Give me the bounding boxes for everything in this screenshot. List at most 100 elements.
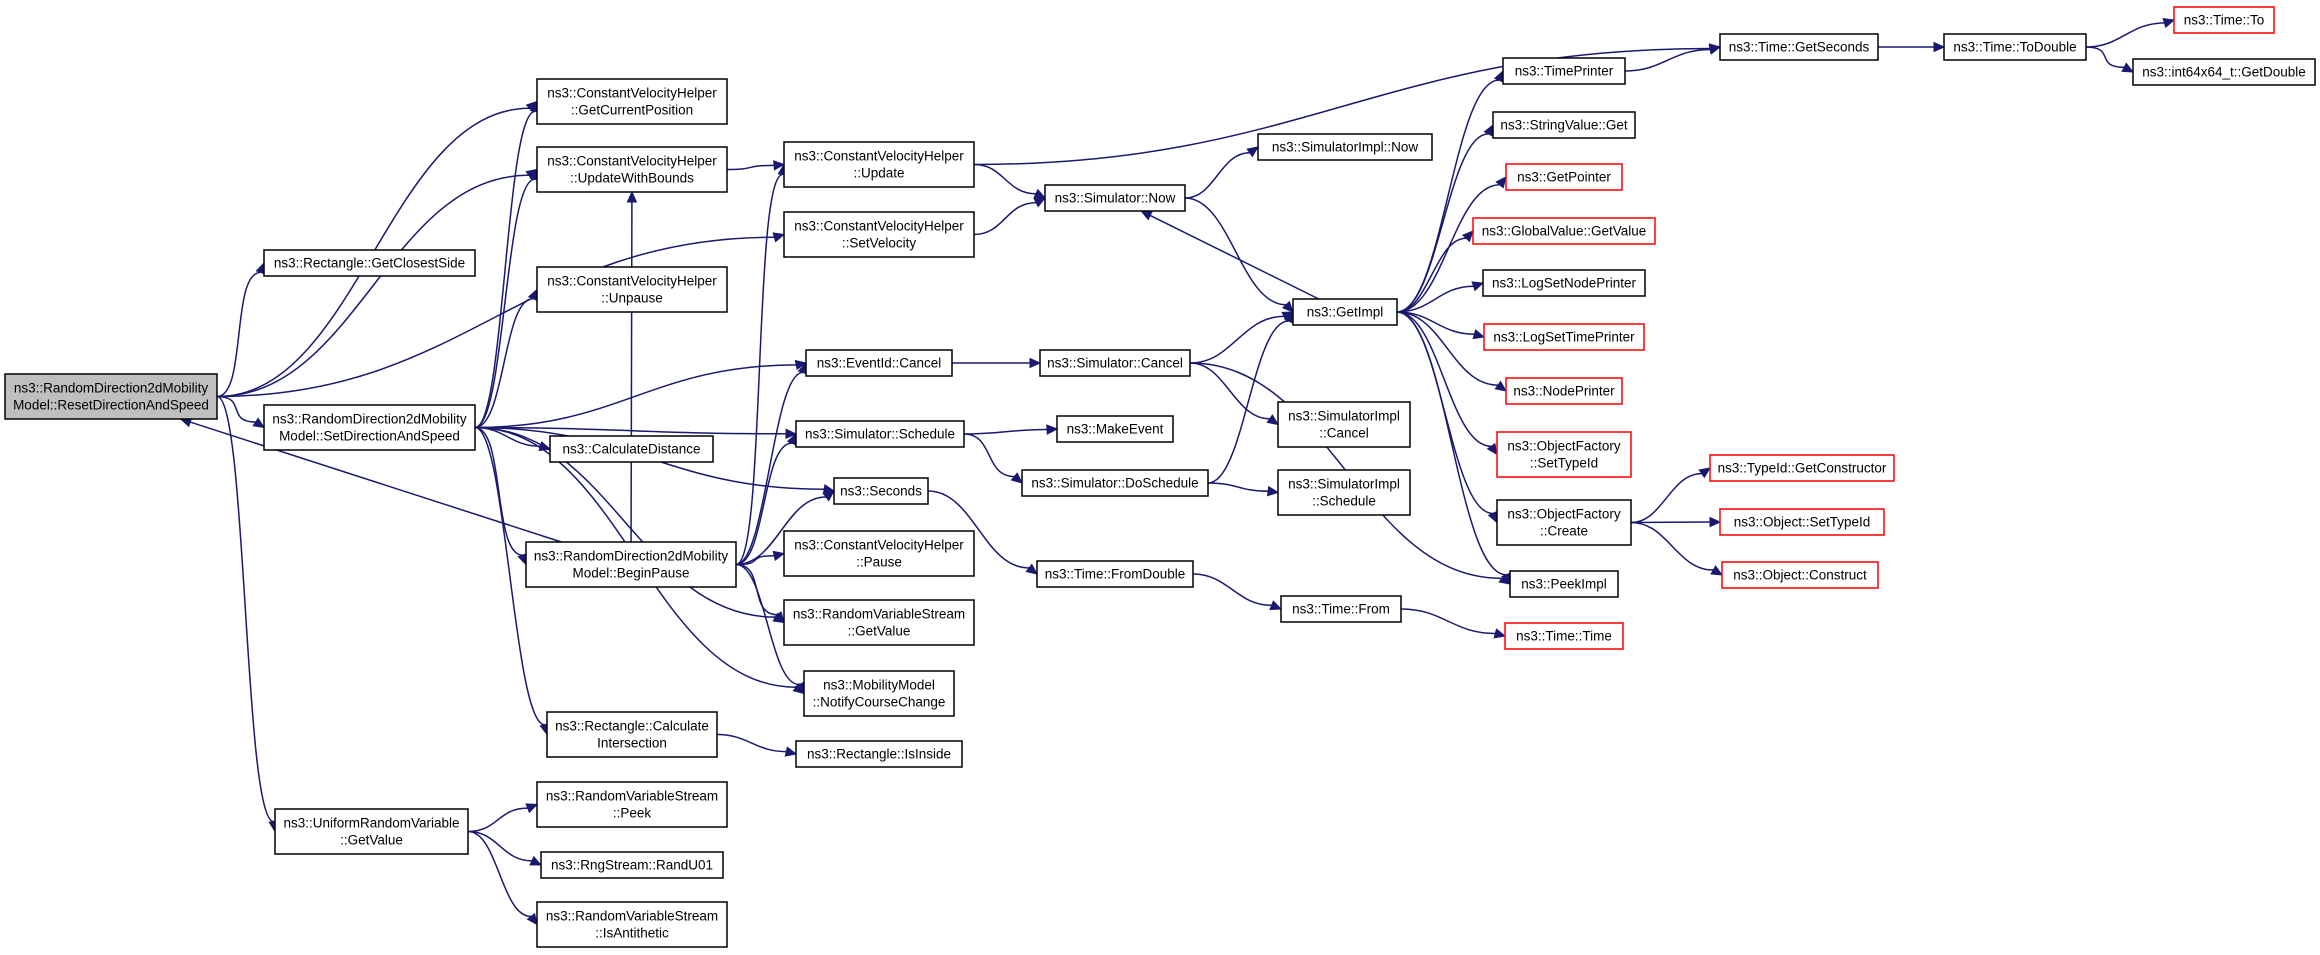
edge-arrowhead xyxy=(2162,18,2176,29)
node-label: ns3::RandomDirection2dMobility xyxy=(14,381,209,396)
edge-arrowhead xyxy=(1486,442,1498,456)
edge-rectCalcIntersection-to-rectIsInside xyxy=(716,733,787,753)
node-label: ns3::Rectangle::IsInside xyxy=(807,747,951,762)
node-simNow[interactable]: ns3::Simulator::Now xyxy=(1044,184,1186,212)
node-cvhUpdateWithBounds[interactable]: ns3::ConstantVelocityHelper::UpdateWithB… xyxy=(536,146,728,193)
edge-arrowhead xyxy=(1708,44,1722,55)
edge-arrowhead xyxy=(772,550,786,561)
node-label: ns3::Time::FromDouble xyxy=(1045,567,1186,582)
node-label: ::IsAntithetic xyxy=(595,926,669,941)
edge-arrowhead xyxy=(1461,230,1474,243)
node-label: ns3::ObjectFactory xyxy=(1507,507,1621,522)
node-label: ns3::Object::SetTypeId xyxy=(1734,515,1871,530)
node-globalValueGetValue[interactable]: ns3::GlobalValue::GetValue xyxy=(1472,217,1656,245)
node-simDoSchedule[interactable]: ns3::Simulator::DoSchedule xyxy=(1021,469,1209,497)
node-getClosestSide[interactable]: ns3::Rectangle::GetClosestSide xyxy=(263,249,476,277)
node-cvhUpdate[interactable]: ns3::ConstantVelocityHelper::Update xyxy=(783,141,975,188)
edge-setDirAndSpeed-to-rectCalcIntersection xyxy=(474,426,545,726)
node-getPointer[interactable]: ns3::GetPointer xyxy=(1505,163,1623,191)
node-timeGetSeconds[interactable]: ns3::Time::GetSeconds xyxy=(1719,33,1879,61)
node-cvhSetVelocity[interactable]: ns3::ConstantVelocityHelper::SetVelocity xyxy=(783,211,975,258)
node-label: ns3::Object::Construct xyxy=(1733,568,1867,583)
node-box xyxy=(1505,377,1623,405)
node-setDirAndSpeed[interactable]: ns3::RandomDirection2dMobilityModel::Set… xyxy=(263,404,476,451)
node-box xyxy=(805,349,953,377)
node-timeFrom[interactable]: ns3::Time::From xyxy=(1280,595,1402,623)
node-box xyxy=(2132,58,2316,86)
node-rvsGetValue[interactable]: ns3::RandomVariableStream::GetValue xyxy=(783,599,975,646)
node-calcDistance[interactable]: ns3::CalculateDistance xyxy=(549,435,714,463)
node-makeEvent[interactable]: ns3::MakeEvent xyxy=(1056,415,1174,443)
node-box xyxy=(1504,622,1624,650)
edge-getImpl-to-ofSetTypeId xyxy=(1396,311,1492,448)
node-box xyxy=(274,808,469,855)
node-simImplNow[interactable]: ns3::SimulatorImpl::Now xyxy=(1257,133,1433,161)
node-label: ::SetTypeId xyxy=(1530,456,1598,471)
node-label: ns3::Seconds xyxy=(840,484,922,499)
node-objectConstruct[interactable]: ns3::Object::Construct xyxy=(1721,561,1879,589)
edge-arrowhead xyxy=(1033,188,1047,199)
node-box xyxy=(803,670,955,717)
node-stringValueGet[interactable]: ns3::StringValue::Get xyxy=(1492,111,1636,139)
node-box xyxy=(783,211,975,258)
node-timeToDouble[interactable]: ns3::Time::ToDouble xyxy=(1943,33,2087,61)
node-eventIdCancel[interactable]: ns3::EventId::Cancel xyxy=(805,349,953,377)
node-nodePrinter[interactable]: ns3::NodePrinter xyxy=(1505,377,1623,405)
edge-setDirAndSpeed-to-beginPause xyxy=(474,426,523,556)
node-label: ns3::RandomVariableStream xyxy=(546,789,718,804)
node-logSetTimePrinter[interactable]: ns3::LogSetTimePrinter xyxy=(1483,323,1645,351)
edge-uniformGetValue-to-rngRandU01 xyxy=(467,830,532,862)
node-mmNotify[interactable]: ns3::MobilityModel::NotifyCourseChange xyxy=(803,670,955,717)
edge-getImpl-to-logSetNodePrinter xyxy=(1396,285,1474,313)
edge-arrowhead xyxy=(2121,62,2135,73)
node-rngRandU01[interactable]: ns3::RngStream::RandU01 xyxy=(540,851,724,879)
node-label: ::Unpause xyxy=(601,291,663,306)
node-timeTo[interactable]: ns3::Time::To xyxy=(2173,6,2275,34)
node-simImplCancel[interactable]: ns3::SimulatorImpl::Cancel xyxy=(1277,401,1411,448)
node-seconds[interactable]: ns3::Seconds xyxy=(833,477,929,505)
node-simImplSchedule[interactable]: ns3::SimulatorImpl::Schedule xyxy=(1277,469,1411,516)
node-simCancel[interactable]: ns3::Simulator::Cancel xyxy=(1039,349,1191,377)
node-root[interactable]: ns3::RandomDirection2dMobilityModel::Res… xyxy=(4,373,218,420)
node-box xyxy=(4,373,218,420)
edge-arrowhead xyxy=(773,611,785,624)
node-timeFromDouble[interactable]: ns3::Time::FromDouble xyxy=(1036,560,1194,588)
node-box xyxy=(536,781,728,828)
node-timeTime[interactable]: ns3::Time::Time xyxy=(1504,622,1624,650)
node-ofCreate[interactable]: ns3::ObjectFactory::Create xyxy=(1496,499,1632,546)
node-cvhPause[interactable]: ns3::ConstantVelocityHelper::Pause xyxy=(783,530,975,577)
node-label: ::GetValue xyxy=(848,624,911,639)
edge-arrowhead xyxy=(529,855,543,866)
node-simSchedule[interactable]: ns3::Simulator::Schedule xyxy=(795,420,965,448)
node-label: ns3::SimulatorImpl xyxy=(1288,477,1400,492)
edge-timeFrom-to-timeTime xyxy=(1400,608,1496,635)
node-getImpl[interactable]: ns3::GetImpl xyxy=(1292,298,1398,326)
node-peekImpl[interactable]: ns3::PeekImpl xyxy=(1509,570,1619,598)
edge-setDirAndSpeed-to-simSchedule xyxy=(474,426,787,435)
node-rvsIsAntithetic[interactable]: ns3::RandomVariableStream::IsAntithetic xyxy=(536,901,728,948)
node-uniformGetValue[interactable]: ns3::UniformRandomVariable::GetValue xyxy=(274,808,469,855)
node-logSetNodePrinter[interactable]: ns3::LogSetNodePrinter xyxy=(1482,269,1646,297)
node-rectIsInside[interactable]: ns3::Rectangle::IsInside xyxy=(795,740,963,768)
edge-getImpl-to-simNow xyxy=(1149,214,1320,300)
node-rvsPeek[interactable]: ns3::RandomVariableStream::Peek xyxy=(536,781,728,828)
node-ofSetTypeId[interactable]: ns3::ObjectFactory::SetTypeId xyxy=(1496,431,1632,478)
node-label: ::UpdateWithBounds xyxy=(570,171,694,186)
node-label: ns3::GetPointer xyxy=(1517,170,1611,185)
edge-arrowhead xyxy=(626,190,638,203)
node-cvhGetCurrentPosition[interactable]: ns3::ConstantVelocityHelper::GetCurrentP… xyxy=(536,78,728,125)
edge-root-to-getClosestSide xyxy=(216,271,261,398)
node-beginPause[interactable]: ns3::RandomDirection2dMobilityModel::Beg… xyxy=(525,541,737,588)
node-objectSetTypeId[interactable]: ns3::Object::SetTypeId xyxy=(1719,508,1885,536)
edge-arrowhead xyxy=(525,803,539,814)
edge-root-to-setDirAndSpeed xyxy=(216,395,256,423)
node-box xyxy=(525,541,737,588)
node-cvhUnpause[interactable]: ns3::ConstantVelocityHelper::Unpause xyxy=(536,266,728,313)
edge-arrowhead xyxy=(1046,424,1059,435)
node-box xyxy=(1036,560,1194,588)
node-timePrinter[interactable]: ns3::TimePrinter xyxy=(1502,57,1626,85)
node-int64GetDouble[interactable]: ns3::int64x64_t::GetDouble xyxy=(2132,58,2316,86)
node-typeIdGetConstructor[interactable]: ns3::TypeId::GetConstructor xyxy=(1709,454,1895,482)
node-label: ns3::Simulator::Schedule xyxy=(805,427,955,442)
